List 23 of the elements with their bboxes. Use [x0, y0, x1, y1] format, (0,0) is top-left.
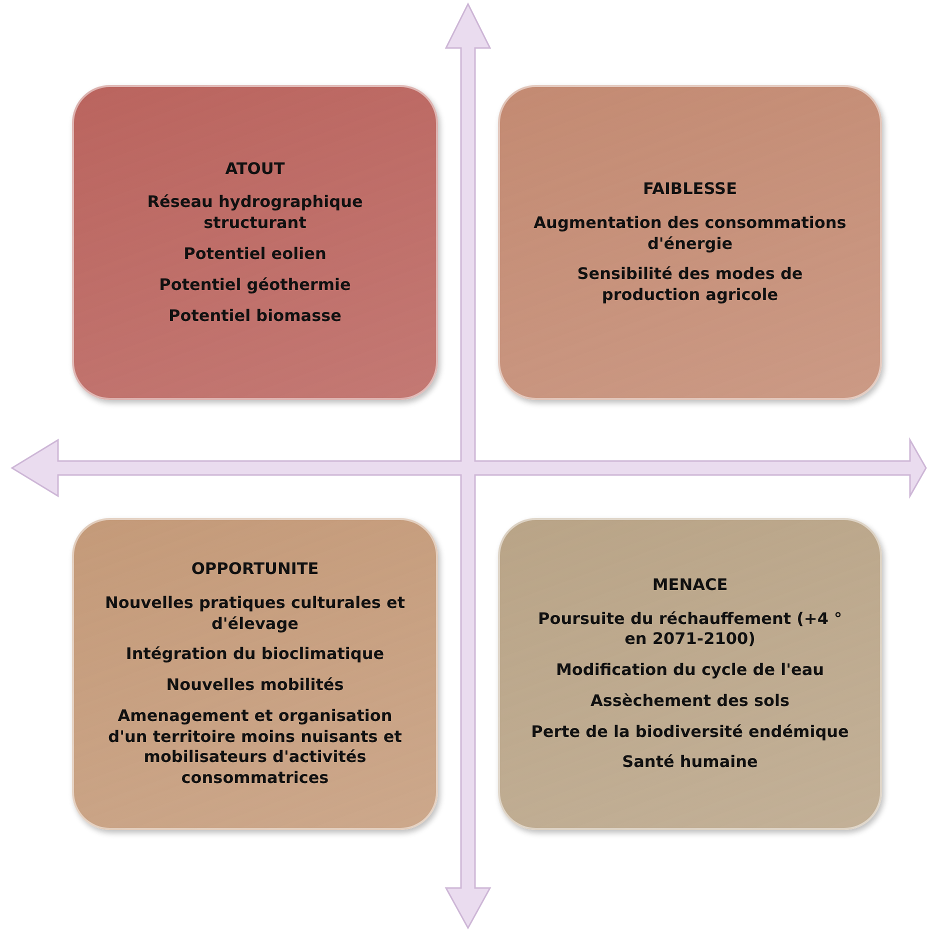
quadrant-item: Augmentation des consommations d'énergie — [532, 212, 848, 254]
quadrant-item: Sensibilité des modes de production agricole — [576, 264, 804, 306]
quadrant-item: Modification du cycle de l'eau — [556, 660, 824, 681]
quadrant-item: Intégration du bioclimatique — [126, 644, 384, 666]
quadrant-heading: MENACE — [652, 574, 728, 596]
quadrant-item: Réseau hydrographique structurant — [146, 192, 364, 234]
quadrant-item: Santé humaine — [622, 752, 758, 774]
quadrant-item: Nouvelles pratiques culturales et d'élevage — [104, 592, 406, 634]
quadrant-card — [72, 518, 438, 830]
quadrant-item: Amenagement et organisation d'un territoire moins nuisants et mobilisateurs d'activités consommatrices — [107, 706, 403, 790]
quadrant-item: Potentiel géothermie — [159, 274, 351, 296]
quadrant-item: Assèchement des sols — [590, 690, 790, 712]
quadrant-item: Potentiel eolien — [184, 244, 326, 265]
quadrant-item: Poursuite du réchauffement (+4 ° en 2071-2100) — [536, 608, 844, 650]
quadrant-heading: ATOUT — [225, 158, 285, 180]
quadrant-card — [72, 85, 438, 400]
quadrant-item: Perte de la biodiversité endémique — [531, 722, 849, 742]
quadrant-heading: FAIBLESSE — [642, 179, 737, 200]
quadrant-card — [498, 85, 882, 400]
quadrant-card — [498, 518, 882, 830]
quadrant-heading: OPPORTUNITE — [191, 558, 319, 580]
quadrant-item: Potentiel biomasse — [168, 306, 342, 326]
quadrant-item: Nouvelles mobilités — [166, 675, 344, 696]
